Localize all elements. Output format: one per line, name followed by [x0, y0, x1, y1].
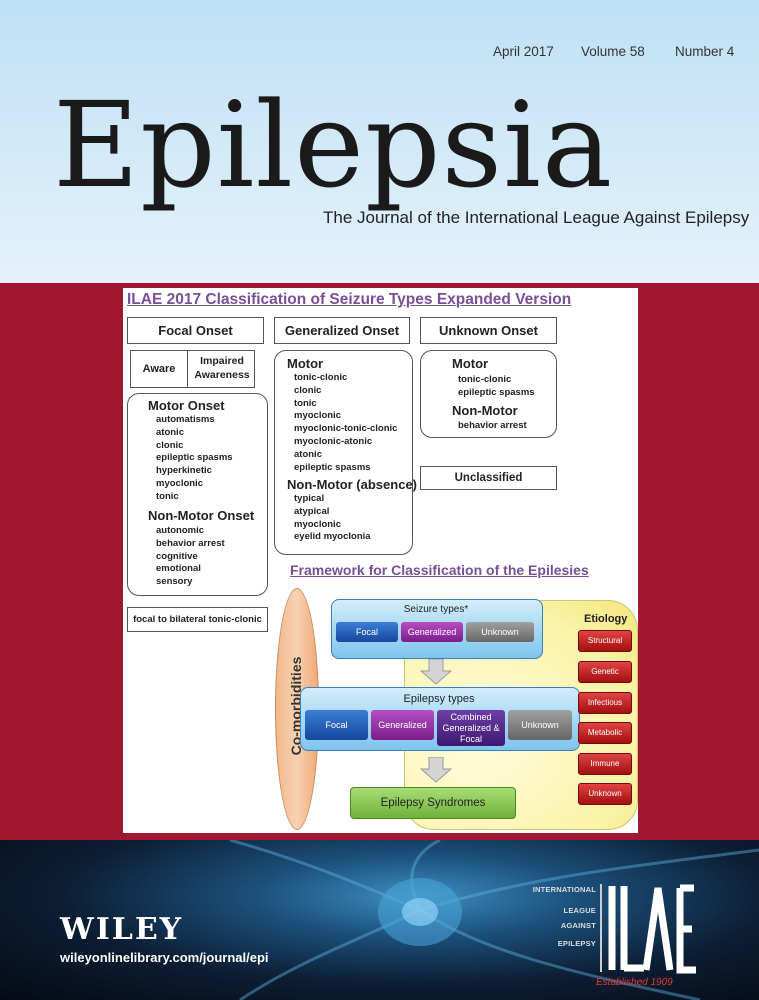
ilae-line: INTERNATIONAL: [532, 885, 596, 894]
unknown-motor-list: tonic-clonic epileptic spasms: [458, 374, 535, 400]
ilae-line: AGAINST: [560, 921, 596, 930]
list-item: tonic-clonic: [458, 374, 512, 385]
list-item: myoclonic: [156, 477, 203, 489]
seizure-unknown-pill: Unknown: [466, 622, 534, 642]
ilae-line: LEAGUE: [563, 906, 596, 915]
unknown-onset-box: [420, 350, 557, 438]
list-item: myoclonic: [294, 410, 341, 422]
list-item: tonic-clonic: [294, 372, 348, 383]
generalized-onset-box: [274, 350, 413, 555]
generalized-motor-list: tonic-clonic clonic tonic myoclonic myoc…: [294, 372, 397, 474]
neuron-illustration: [229, 840, 759, 1000]
list-item: tonic: [156, 490, 179, 502]
list-item: cognitive: [156, 550, 198, 562]
list-item: myoclonic-atonic: [294, 435, 373, 447]
ilae-logo: [606, 884, 698, 974]
aware-label: Aware: [131, 351, 188, 387]
epilepsy-generalized-pill: Generalized: [371, 710, 434, 740]
cover-header: [0, 0, 759, 283]
unknown-motor-label: Motor: [452, 356, 489, 371]
issue-date: April 2017: [493, 44, 554, 59]
list-item: automatisms: [156, 414, 215, 425]
framework-heading: Framework for Classification of the Epil…: [290, 562, 589, 578]
list-item: emotional: [156, 563, 201, 575]
focal-nonmotor-label: Non-Motor Onset: [148, 508, 255, 523]
focal-nonmotor-list: autonomic behavior arrest cognitive emot…: [156, 525, 225, 589]
classification-heading: ILAE 2017 Classification of Seizure Type…: [127, 291, 572, 308]
epilepsy-unknown-pill: Unknown: [508, 710, 572, 740]
list-item: autonomic: [156, 525, 205, 536]
list-item: epileptic spasms: [294, 461, 371, 473]
ilae-established: Established 1909: [596, 977, 673, 988]
list-item: epileptic spasms: [156, 452, 233, 464]
epilepsy-focal-pill: Focal: [305, 710, 368, 740]
wiley-url[interactable]: wileyonlinelibrary.com/journal/epi: [60, 950, 269, 965]
generalized-onset-header: Generalized Onset: [274, 317, 410, 344]
issue-volume: Volume 58: [581, 44, 645, 59]
unknown-nonmotor-label: Non-Motor: [452, 403, 518, 418]
unknown-onset-header: Unknown Onset: [420, 317, 557, 344]
list-item: clonic: [156, 439, 184, 451]
ilae-line: EPILEPSY: [557, 939, 596, 948]
etiology-unknown: Unknown: [578, 783, 632, 805]
list-item: myoclonic-tonic-clonic: [294, 423, 398, 435]
focal-onset-header: Focal Onset: [127, 317, 264, 344]
generalized-nonmotor-label: Non-Motor (absence): [287, 477, 417, 492]
list-item: epileptic spasms: [458, 386, 535, 398]
unknown-nonmotor-list: behavior arrest: [458, 420, 527, 433]
down-arrow-icon: [419, 756, 453, 783]
list-item: clonic: [294, 384, 322, 396]
focal-bilateral-box: focal to bilateral tonic-clonic: [127, 607, 268, 632]
focal-onset-box: [127, 393, 268, 596]
seizure-generalized-pill: Generalized: [401, 622, 463, 642]
ilae-divider: [600, 884, 602, 972]
etiology-infectious: Infectious: [578, 692, 632, 714]
epilepsy-syndromes-box: Epilepsy Syndromes: [350, 787, 516, 819]
etiology-label: Etiology: [584, 613, 628, 625]
impaired-awareness-label: Impaired Awareness: [194, 355, 250, 381]
unclassified-box: Unclassified: [420, 466, 557, 490]
list-item: atonic: [294, 448, 322, 460]
etiology-structural: Structural: [578, 630, 632, 652]
list-item: tonic: [294, 397, 317, 409]
wiley-logo: WILEY: [60, 912, 184, 947]
seizure-focal-pill: Focal: [336, 622, 398, 642]
generalized-motor-label: Motor: [287, 356, 324, 371]
issue-number: Number 4: [675, 44, 735, 59]
etiology-immune: Immune: [578, 753, 632, 775]
list-item: behavior arrest: [156, 537, 225, 549]
awareness-box: Aware Impaired Awareness: [130, 350, 255, 388]
focal-motor-label: Motor Onset: [148, 398, 225, 413]
list-item: typical: [294, 493, 325, 504]
list-item: hyperkinetic: [156, 465, 212, 477]
journal-title: Epilepsia: [53, 76, 614, 214]
etiology-metabolic: Metabolic: [578, 722, 632, 744]
journal-subtitle: The Journal of the International League …: [323, 208, 750, 227]
epilepsy-combined-pill: Combined Generalized & Focal: [437, 710, 505, 746]
list-item: atypical: [294, 505, 330, 517]
focal-motor-list: automatisms atonic clonic epileptic spas…: [156, 414, 233, 504]
list-item: sensory: [156, 576, 193, 588]
seizure-types-label: Seizure types*: [403, 604, 469, 615]
list-item: atonic: [156, 426, 184, 438]
list-item: behavior arrest: [458, 420, 527, 431]
cover-footer: [0, 840, 759, 1000]
generalized-nonmotor-list: typical atypical myoclonic eyelid myoclo…: [294, 493, 371, 544]
list-item: eyelid myoclonia: [294, 531, 371, 543]
epilepsy-types-label: Epilepsy types: [403, 693, 475, 705]
list-item: myoclonic: [294, 518, 341, 530]
down-arrow-icon: [419, 658, 453, 685]
etiology-genetic: Genetic: [578, 661, 632, 683]
